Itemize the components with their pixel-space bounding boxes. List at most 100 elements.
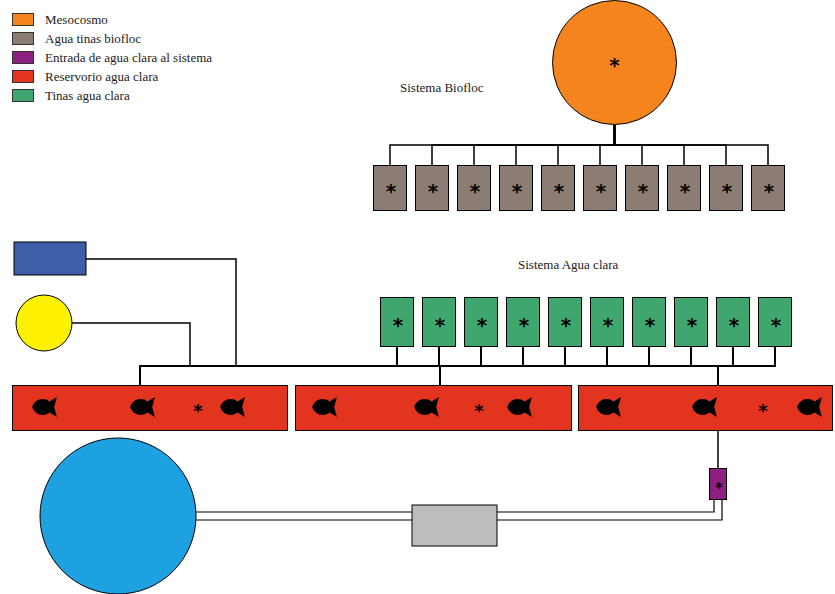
tank-marker: * [474, 402, 483, 420]
clear-water-tank: * [422, 297, 456, 347]
mesocosm-circle: * [552, 0, 677, 125]
pipe [196, 519, 412, 520]
tank-marker: * [554, 181, 564, 201]
legend-swatch [12, 32, 34, 45]
fish-symbol [797, 397, 822, 417]
inlet-box: * [709, 468, 727, 500]
tank-marker: * [470, 181, 480, 201]
fish-symbol [130, 397, 155, 417]
legend: MesocosmoAgua tinas bioflocEntrada de ag… [12, 10, 212, 105]
pipe-connector [439, 347, 718, 385]
pipe-connector [397, 347, 718, 385]
tank-marker: * [715, 480, 722, 494]
clear-water-tank: * [380, 297, 414, 347]
biofloc-tank: * [751, 165, 785, 211]
biofloc-tank: * [457, 165, 491, 211]
clear-water-tank: * [674, 297, 708, 347]
biofloc-tank: * [667, 165, 701, 211]
tank-marker: * [512, 181, 522, 201]
pipe [497, 500, 714, 512]
tank-marker: * [680, 181, 690, 201]
legend-text: Agua tinas biofloc [45, 31, 141, 47]
tank-marker: * [722, 181, 732, 201]
tank-marker: * [609, 55, 619, 75]
pipe-connector [440, 347, 733, 385]
legend-row: Tinas agua clara [12, 86, 212, 105]
fish-symbol [596, 397, 621, 417]
tank-marker: * [729, 315, 739, 335]
tank-marker: * [435, 315, 445, 335]
pipe-connector [717, 431, 719, 468]
tank-marker: * [638, 181, 648, 201]
pipe-connector [600, 125, 615, 165]
legend-swatch [12, 13, 34, 26]
tank-marker: * [561, 315, 571, 335]
pipe-connector [516, 125, 615, 165]
legend-row: Mesocosmo [12, 10, 212, 29]
pipe-connector [474, 125, 615, 165]
pipe-connector [558, 125, 615, 165]
biofloc-tank: * [415, 165, 449, 211]
pipe-connector [481, 347, 718, 385]
pipe [72, 323, 190, 366]
tank-marker: * [687, 315, 697, 335]
legend-text: Reservorio agua clara [45, 69, 158, 85]
tank-marker: * [596, 181, 606, 201]
fish-symbol [507, 397, 532, 417]
system-label: Sistema Biofloc [400, 80, 483, 96]
clear-water-tank: * [716, 297, 750, 347]
pipe [497, 500, 722, 520]
clear-water-tank: * [506, 297, 540, 347]
legend-swatch [12, 70, 34, 83]
tank-marker: * [758, 402, 767, 420]
fish-symbol [692, 397, 717, 417]
clear-water-tank: * [758, 297, 792, 347]
legend-text: Mesocosmo [45, 12, 108, 28]
legend-row: Agua tinas biofloc [12, 29, 212, 48]
pipe-connector [615, 125, 769, 165]
pipe [86, 259, 236, 366]
tank-marker: * [764, 181, 774, 201]
legend-text: Tinas agua clara [45, 88, 130, 104]
clear-water-tank: * [590, 297, 624, 347]
tank-marker: * [428, 181, 438, 201]
filter-box [412, 505, 497, 546]
reservoir-tank: * [12, 385, 288, 431]
reservoir-tank: * [578, 385, 833, 431]
biofloc-tank: * [625, 165, 659, 211]
pipe-connector [440, 347, 775, 385]
tank-marker: * [603, 315, 613, 335]
system-label: Sistema Agua clara [518, 257, 618, 273]
tank-marker: * [393, 315, 403, 335]
legend-row: Reservorio agua clara [12, 67, 212, 86]
equipment-circle [16, 295, 72, 351]
circle-fill [553, 1, 677, 125]
tank-marker: * [386, 181, 396, 201]
pipe-connector [523, 347, 718, 385]
tank-marker: * [771, 315, 781, 335]
pipe-connector [718, 347, 775, 385]
tank-marker: * [193, 402, 202, 420]
fish-symbol [32, 397, 57, 417]
clear-water-tank: * [548, 297, 582, 347]
tank-marker: * [477, 315, 487, 335]
fish-symbol [220, 397, 245, 417]
legend-swatch [12, 89, 34, 102]
biofloc-tank: * [499, 165, 533, 211]
fish-symbol [312, 397, 337, 417]
biofloc-tank: * [373, 165, 407, 211]
tank-marker: * [519, 315, 529, 335]
tank-marker: * [645, 315, 655, 335]
legend-swatch [12, 51, 34, 64]
pipe-connector [607, 347, 718, 385]
pipe-connector [432, 125, 615, 165]
pipe-connector [649, 347, 718, 385]
clear-water-tank: * [464, 297, 498, 347]
pipe-connector [691, 347, 718, 385]
clear-water-tank: * [632, 297, 666, 347]
pipe-connector [565, 347, 718, 385]
biofloc-tank: * [583, 165, 617, 211]
biofloc-tank: * [709, 165, 743, 211]
pipe-connector [390, 125, 615, 165]
